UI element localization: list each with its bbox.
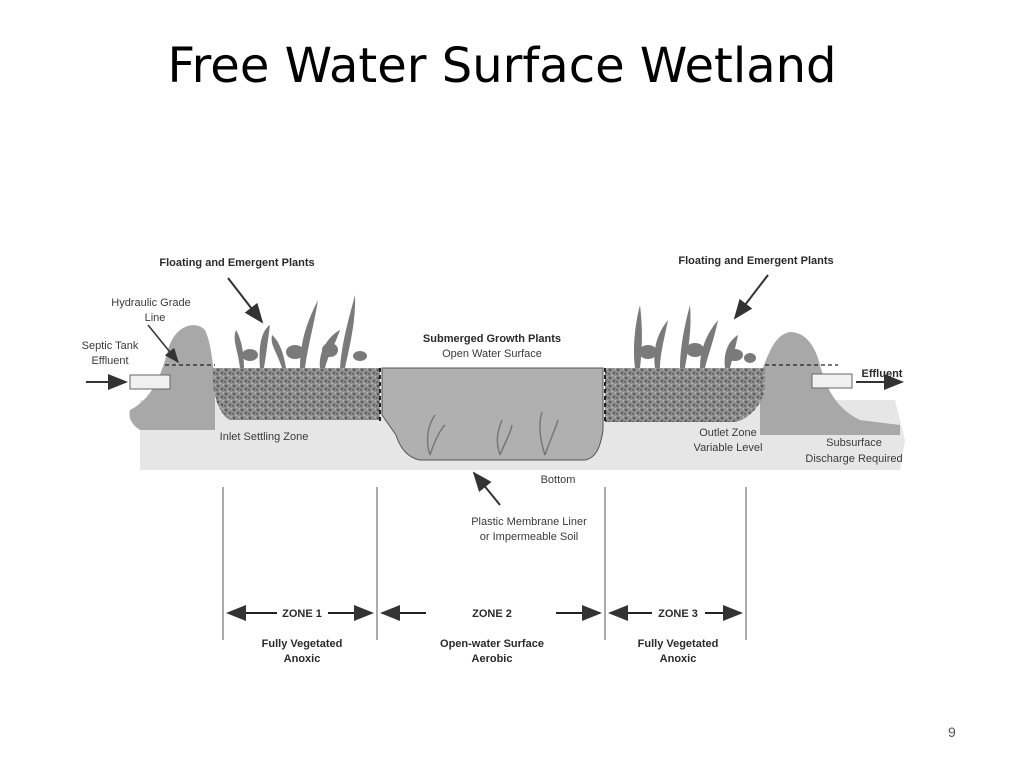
label-liner-1: Plastic Membrane Liner xyxy=(471,516,587,528)
label-submerged-growth: Submerged Growth Plants xyxy=(423,333,561,345)
left-gravel-bed xyxy=(213,368,380,420)
label-septic-tank-1: Septic Tank xyxy=(82,340,139,352)
label-septic-tank-2: Effluent xyxy=(91,355,128,367)
left-berm xyxy=(129,325,215,430)
outlet-pipe xyxy=(811,373,853,389)
label-hydraulic-grade-1: Hydraulic Grade xyxy=(111,297,190,309)
right-berm xyxy=(760,332,900,435)
emergent-plants-left xyxy=(234,295,367,368)
zone-1-line1: Fully Vegetated xyxy=(262,638,343,650)
slide-title: Free Water Surface Wetland xyxy=(167,38,837,94)
label-hydraulic-grade-2: Line xyxy=(145,312,166,324)
zone-3-name: ZONE 3 xyxy=(658,608,698,620)
label-liner-2: or Impermeable Soil xyxy=(480,531,578,543)
label-outlet-zone-1: Outlet Zone xyxy=(699,427,756,439)
zone-2-name: ZONE 2 xyxy=(472,608,512,620)
label-outlet-zone-2: Variable Level xyxy=(694,442,763,454)
page-number: 9 xyxy=(948,724,956,740)
label-effluent: Effluent xyxy=(862,368,903,380)
label-bottom: Bottom xyxy=(541,474,576,486)
inlet-pipe xyxy=(129,374,171,390)
zone-1-name: ZONE 1 xyxy=(282,608,322,620)
zone-3-line2: Anoxic xyxy=(660,653,697,665)
zone-2-line1: Open-water Surface xyxy=(440,638,544,650)
emergent-plants-right xyxy=(633,305,756,368)
zone-1-line2: Anoxic xyxy=(284,653,321,665)
label-inlet-settling-zone: Inlet Settling Zone xyxy=(220,431,309,443)
label-open-water-surface: Open Water Surface xyxy=(442,348,542,360)
zone-2-line2: Aerobic xyxy=(472,653,513,665)
label-floating-plants-right: Floating and Emergent Plants xyxy=(678,255,833,267)
label-subsurface-2: Discharge Required xyxy=(805,453,902,465)
right-gravel-bed xyxy=(605,368,765,422)
zone-3-line1: Fully Vegetated xyxy=(638,638,719,650)
label-subsurface-1: Subsurface xyxy=(826,437,882,449)
submerged-plants xyxy=(426,411,559,456)
label-floating-plants-left: Floating and Emergent Plants xyxy=(159,257,314,269)
open-water-basin xyxy=(381,367,604,461)
zone-dividers xyxy=(222,487,747,640)
